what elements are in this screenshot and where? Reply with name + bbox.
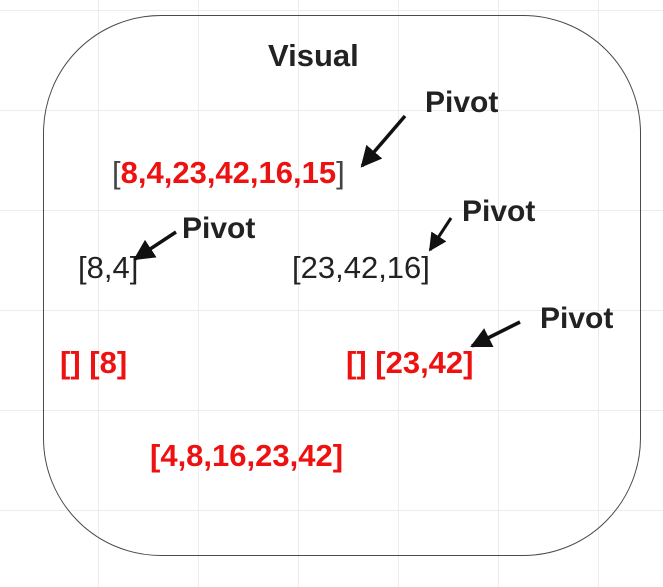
- pivot-arrow-sub: [470, 320, 521, 348]
- pivot-label-left: Pivot: [182, 212, 256, 245]
- right-array: [23,42,16]: [292, 250, 430, 285]
- root-array-close-bracket: ]: [336, 155, 345, 190]
- root-array-values: 8,4,23,42,16,15: [120, 155, 337, 190]
- left-split: [] [8]: [60, 345, 128, 380]
- right-split: [] [23,42]: [346, 345, 474, 380]
- pivot-arrow-left: [133, 230, 177, 261]
- left-array: [8,4]: [78, 250, 139, 285]
- pivot-label-right: Pivot: [462, 195, 536, 228]
- pivot-label-sub: Pivot: [540, 302, 614, 335]
- pivot-label-root: Pivot: [425, 86, 499, 119]
- root-array-open-bracket: [: [112, 155, 121, 190]
- pivot-arrow-right: [428, 217, 453, 252]
- sorted-result: [4,8,16,23,42]: [150, 438, 344, 473]
- root-array: [8,4,23,42,16,15]: [112, 157, 345, 188]
- diagram-title: Visual: [268, 38, 359, 73]
- pivot-arrow-root: [360, 114, 407, 168]
- diagram-frame: [43, 15, 641, 556]
